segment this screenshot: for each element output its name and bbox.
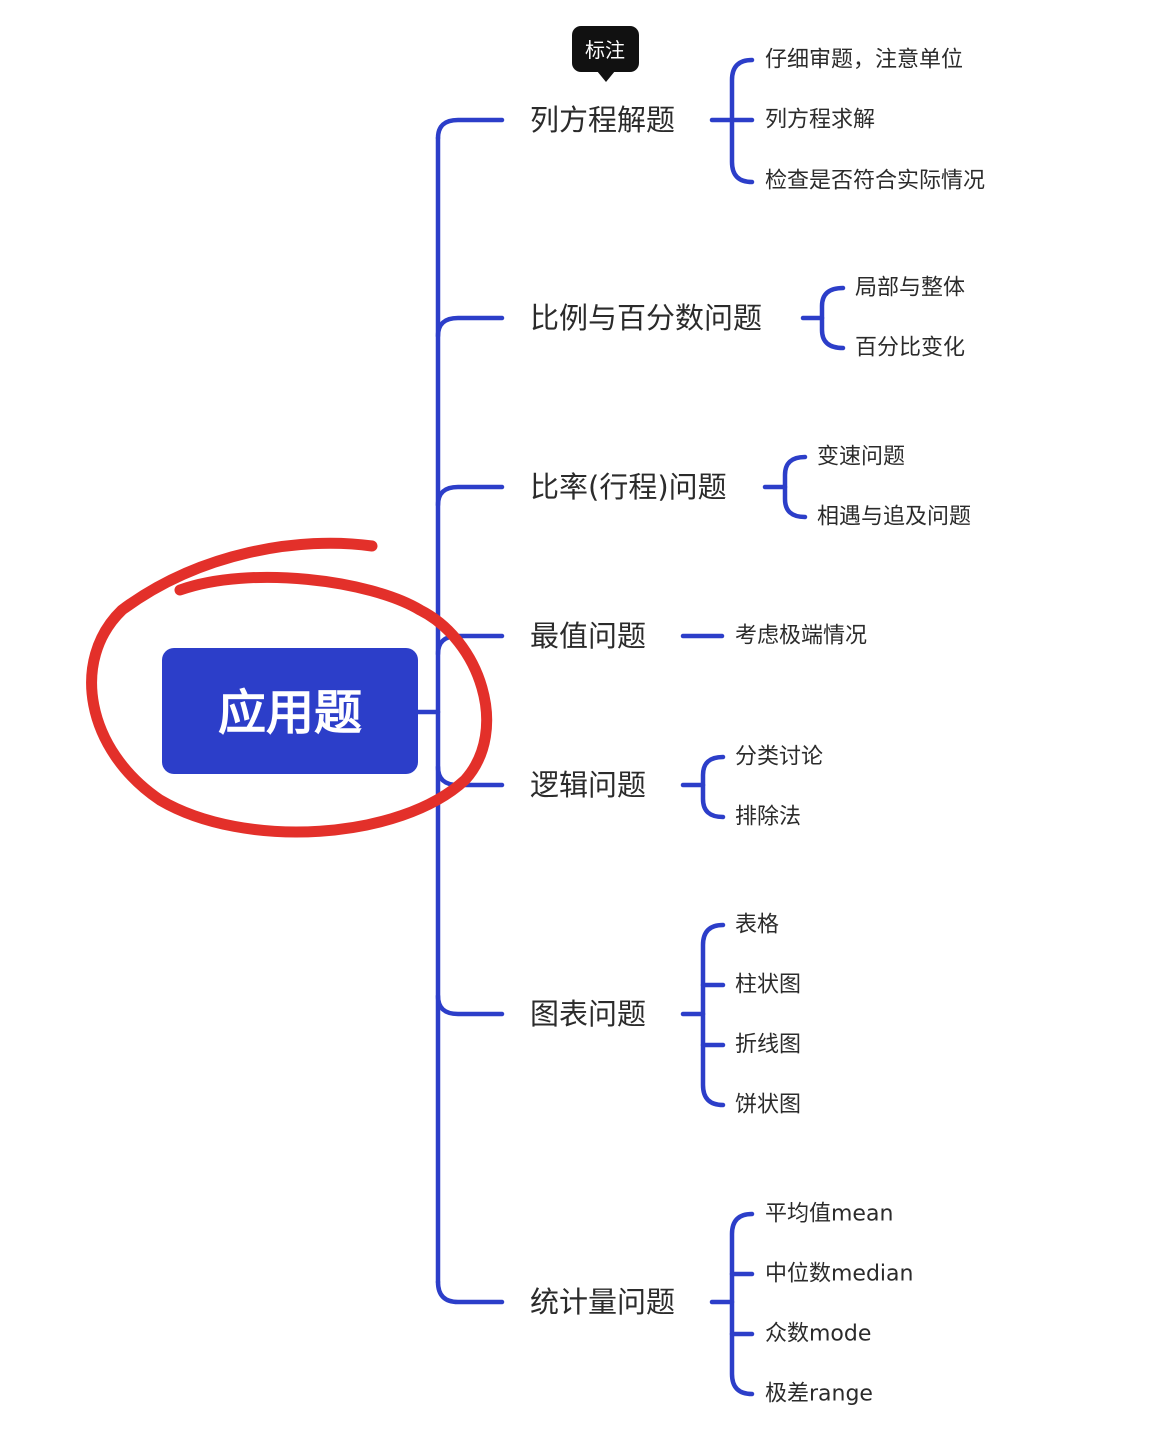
tooltip-box xyxy=(572,26,639,72)
leaf-node-label[interactable]: 列方程求解 xyxy=(765,108,875,133)
leaf-node-label[interactable]: 排除法 xyxy=(735,805,801,830)
leaf-node-label[interactable]: 平均值mean xyxy=(765,1202,893,1227)
branch-node-label[interactable]: 列方程解题 xyxy=(530,103,675,137)
branch-node-label[interactable]: 统计量问题 xyxy=(530,1285,675,1319)
connector-lines xyxy=(415,57,846,1397)
leaf-node-label[interactable]: 分类讨论 xyxy=(735,745,823,770)
tooltip-label: 标注 xyxy=(585,38,625,62)
leaf-node-label[interactable]: 众数mode xyxy=(765,1322,871,1347)
branch-connector-top xyxy=(435,117,505,141)
leaf-bracket xyxy=(782,454,808,520)
leaf-node-label[interactable]: 极差range xyxy=(765,1382,873,1407)
branch-node-label[interactable]: 最值问题 xyxy=(530,619,646,653)
branch-node-label[interactable]: 图表问题 xyxy=(530,997,646,1031)
leaf-bracket xyxy=(700,922,726,1108)
root-node-box[interactable] xyxy=(162,648,418,774)
root-node[interactable]: 应用题 xyxy=(162,648,418,774)
leaf-node-label[interactable]: 相遇与追及问题 xyxy=(817,505,971,530)
leaf-node-label[interactable]: 折线图 xyxy=(735,1033,801,1058)
branch-node-label[interactable]: 逻辑问题 xyxy=(530,768,646,802)
highlight-circle-annotation xyxy=(86,537,493,838)
leaf-bracket xyxy=(729,1211,755,1397)
leaf-node-label[interactable]: 饼状图 xyxy=(735,1093,801,1118)
leaf-node-label[interactable]: 百分比变化 xyxy=(855,336,965,361)
branch-connector-bottom xyxy=(435,1279,505,1305)
branch-labels: 列方程解题 比例与百分数问题 比率(行程)问题 最值问题 逻辑问题 图表问题 统… xyxy=(530,103,762,1319)
leaf-node-label[interactable]: 仔细审题，注意单位 xyxy=(765,48,963,73)
root-node-label: 应用题 xyxy=(218,685,362,741)
leaf-node-label[interactable]: 变速问题 xyxy=(817,445,905,470)
leaf-node-label[interactable]: 表格 xyxy=(735,913,779,938)
leaf-node-label[interactable]: 检查是否符合实际情况 xyxy=(765,169,985,194)
leaf-node-label[interactable]: 中位数median xyxy=(765,1262,913,1287)
branch-node-label[interactable]: 比率(行程)问题 xyxy=(530,470,727,504)
branch-node-label[interactable]: 比例与百分数问题 xyxy=(530,301,762,335)
branch-connector xyxy=(435,315,505,339)
leaf-node-label[interactable]: 考虑极端情况 xyxy=(735,624,867,649)
leaf-node-label[interactable]: 局部与整体 xyxy=(855,276,965,301)
leaf-bracket xyxy=(700,754,726,820)
branch-connector xyxy=(435,993,505,1017)
tooltip-pointer xyxy=(597,71,615,82)
leaf-bracket xyxy=(819,285,846,351)
leaf-labels: 仔细审题，注意单位 列方程求解 检查是否符合实际情况 局部与整体 百分比变化 变… xyxy=(735,48,985,1407)
annotation-tooltip: 标注 xyxy=(572,26,639,82)
leaf-node-label[interactable]: 柱状图 xyxy=(735,973,801,998)
branch-connector xyxy=(435,484,505,508)
